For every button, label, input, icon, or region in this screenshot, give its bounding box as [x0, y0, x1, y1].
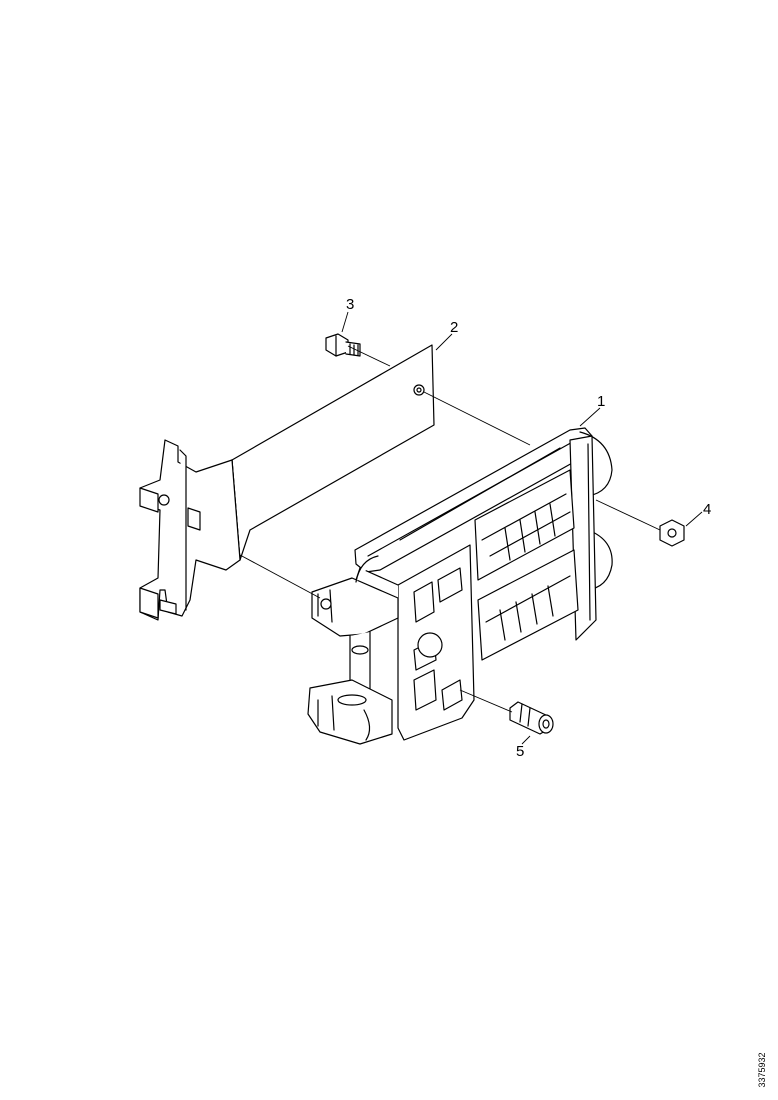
figure-code-label: 3375932	[752, 1045, 772, 1095]
leader-lines	[239, 311, 703, 745]
nut	[659, 519, 685, 547]
callout-2: 2	[450, 319, 458, 336]
housing-assembly	[307, 427, 613, 745]
callout-4: 4	[703, 501, 711, 518]
leader-line-4	[595, 499, 661, 531]
leader-line-mount	[239, 554, 321, 599]
leader-line-2	[435, 333, 453, 351]
connector	[509, 701, 554, 735]
leader-line-5	[459, 689, 513, 713]
callout-3: 3	[346, 296, 354, 313]
callout-5: 5	[516, 743, 524, 760]
leader-line-1	[579, 407, 601, 427]
callouts: 1 2 3 4 5	[346, 296, 711, 760]
leader-line-4-callout	[685, 511, 703, 527]
figure-code-text: 3375932	[757, 1052, 767, 1088]
mounting-bracket	[139, 344, 435, 621]
callout-1: 1	[597, 393, 605, 410]
screw	[325, 333, 361, 357]
leader-line-5-callout	[521, 735, 531, 745]
leader-line-3-callout	[341, 311, 349, 333]
leader-line-2-assembly	[423, 391, 531, 446]
leader-line-3	[347, 345, 391, 367]
